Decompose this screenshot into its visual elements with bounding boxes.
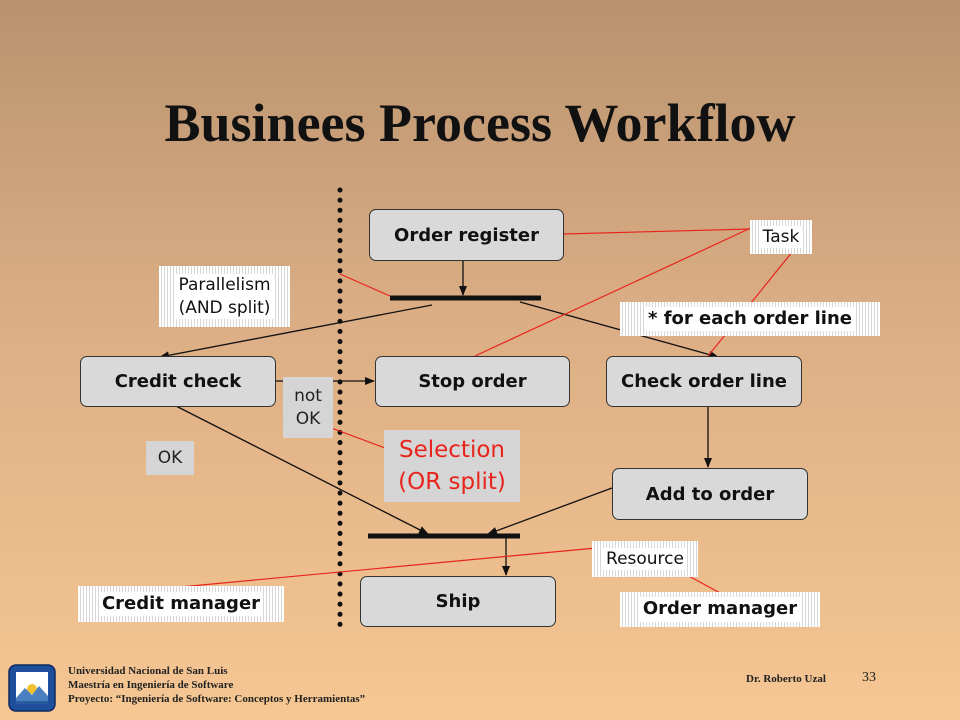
- not-ok-line1: not: [294, 386, 322, 407]
- task-add-to-order-label: Add to order: [645, 483, 775, 505]
- footer-institution: Universidad Nacional de San Luis Maestrí…: [68, 664, 365, 706]
- footer-line-3: Proyecto: “Ingeniería de Software: Conce…: [68, 693, 366, 705]
- flow-split-to-checkline: [519, 301, 719, 359]
- parallelism-line1: Parallelism: [178, 274, 271, 295]
- task-order-register-label: Order register: [394, 224, 539, 246]
- footer-line-2: Maestría en Ingeniería de Software: [68, 679, 234, 691]
- task-link-checkline: [707, 245, 798, 357]
- parallelism-link: [339, 273, 391, 297]
- not-ok-line2: OK: [295, 408, 321, 429]
- resource-annotation: Resource: [592, 541, 698, 577]
- credit-manager-resource: Credit manager: [78, 586, 284, 622]
- footer-line-1: Universidad Nacional de San Luis: [68, 665, 228, 677]
- task-stop-order-label: Stop order: [418, 371, 527, 392]
- selection-line2: (OR split): [398, 469, 506, 495]
- task-ship-label: Ship: [435, 591, 481, 612]
- selection-line1: Selection: [398, 436, 505, 463]
- task-ship[interactable]: Ship: [360, 576, 556, 627]
- task-stop-order[interactable]: Stop order: [375, 356, 570, 407]
- task-check-order-line-label: Check order line: [621, 371, 787, 392]
- for-each-annotation-text: * for each order line: [645, 306, 855, 332]
- task-annotation: Task: [750, 220, 812, 254]
- parallelism-line2: (AND split): [178, 297, 271, 318]
- university-logo: [8, 664, 56, 712]
- for-each-annotation: * for each order line: [620, 302, 880, 336]
- footer-author: Dr. Roberto Uzal: [746, 673, 826, 685]
- task-add-to-order[interactable]: Add to order: [612, 468, 808, 520]
- order-manager-text: Order manager: [639, 597, 801, 622]
- page-number: 33: [862, 670, 876, 685]
- selection-annotation: Selection (OR split): [384, 430, 520, 502]
- task-link-register: [562, 228, 751, 235]
- parallelism-annotation: Parallelism(AND split): [159, 266, 290, 327]
- flow-split-to-credit: [159, 304, 433, 360]
- resource-annotation-text: Resource: [603, 547, 687, 571]
- ok-label-text: OK: [157, 447, 183, 468]
- task-check-order-line[interactable]: Check order line: [606, 356, 802, 407]
- task-order-register[interactable]: Order register: [369, 209, 564, 261]
- resource-link-credit: [179, 547, 597, 588]
- credit-manager-text: Credit manager: [98, 591, 264, 617]
- task-annotation-text: Task: [759, 225, 803, 249]
- flow-credit-to-join: [175, 405, 429, 535]
- task-credit-check-label: Credit check: [114, 371, 242, 392]
- task-credit-check[interactable]: Credit check: [80, 356, 276, 407]
- order-manager-resource: Order manager: [620, 592, 820, 627]
- slide-title: Businees Process Workflow: [164, 93, 796, 153]
- parallelism-annotation-text: Parallelism(AND split): [175, 273, 274, 320]
- ok-label: OK: [146, 441, 194, 475]
- task-link-stop: [474, 225, 756, 357]
- flow-add-to-join: [487, 487, 613, 535]
